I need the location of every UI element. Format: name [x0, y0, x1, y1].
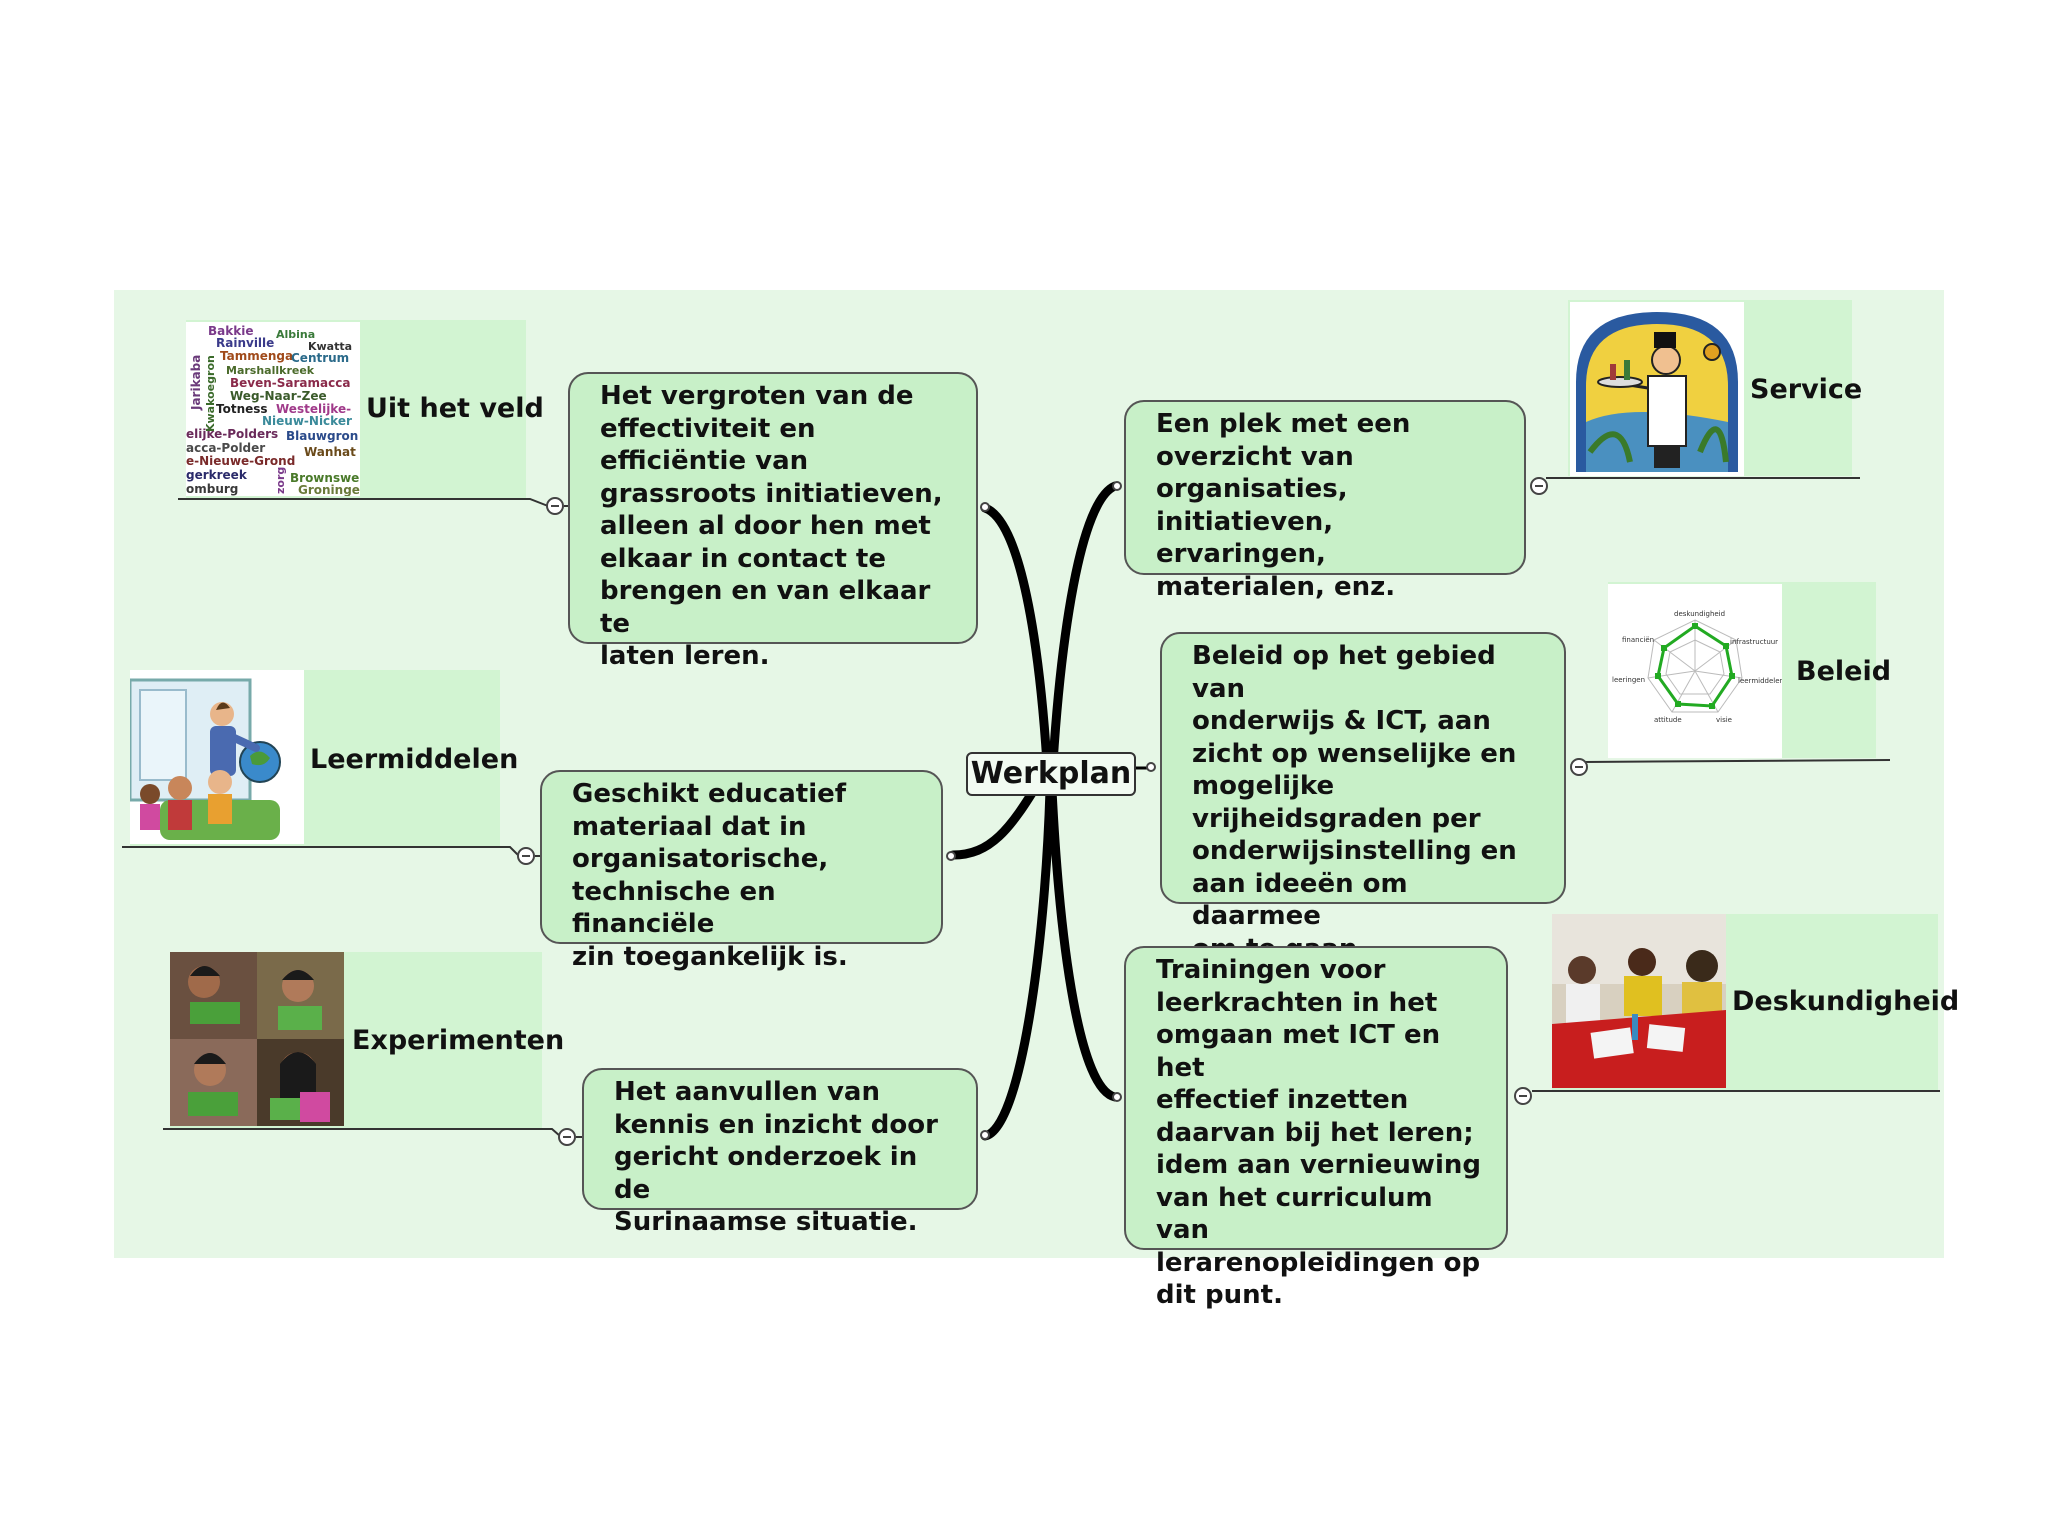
branch-node-beleid[interactable]: Beleid op het gebied van onderwijs & ICT… — [1160, 632, 1566, 964]
word-2: Rainville — [216, 336, 274, 350]
leaf-label-deskundigheid: Deskundigheid — [1732, 986, 1960, 1017]
children-laptops-photo — [170, 952, 344, 1126]
word-14: Blauwgron — [286, 429, 358, 443]
word-0: Bakkie — [208, 324, 253, 338]
radar-label-2: leermiddelen — [1738, 677, 1782, 685]
word-15: acca-Polder — [186, 441, 265, 455]
connector-right-3 — [1047, 785, 1120, 1102]
word-10: Totness — [216, 402, 268, 416]
central-node-werkplan[interactable]: Werkplan — [966, 752, 1136, 796]
word-23: Kwakoegron — [204, 355, 217, 432]
central-connector-dot — [1146, 762, 1156, 772]
word-12: Nieuw-Nicker — [262, 414, 352, 428]
node-dot-3 — [980, 1130, 990, 1140]
node-dot-1 — [980, 502, 990, 512]
collapse-toggle-uit-het-veld[interactable] — [546, 497, 564, 515]
word-16: Wanhat — [304, 445, 356, 459]
radar-label-0: deskundigheid — [1674, 610, 1725, 618]
leaf-label-experimenten: Experimenten — [352, 1025, 565, 1056]
underline-uit-het-veld — [178, 498, 549, 507]
word-4: Tammenga — [220, 349, 293, 363]
branch-node-leermiddelen[interactable]: Geschikt educatief materiaal dat in orga… — [540, 770, 943, 972]
workshop-meeting-photo — [1552, 914, 1726, 1088]
radar-chart-image: deskundigheid infrastructuur leermiddele… — [1608, 584, 1782, 758]
leaf-label-service: Service — [1750, 374, 1863, 405]
radar-label-4: attitude — [1654, 716, 1682, 724]
word-18: gerkreek — [186, 468, 248, 482]
word-1: Albina — [276, 328, 315, 341]
radar-label-6: financiën — [1622, 636, 1654, 644]
collapse-toggle-beleid[interactable] — [1570, 758, 1588, 776]
branch-node-service[interactable]: Een plek met een overzicht van organisat… — [1124, 400, 1526, 602]
connector-right-1 — [1047, 481, 1120, 785]
radar-label-3: visie — [1716, 716, 1732, 724]
node-dot-5 — [1112, 1092, 1122, 1102]
underline-leermiddelen — [122, 846, 519, 856]
word-9: Weg-Naar-Zee — [230, 389, 327, 403]
leaf-label-beleid: Beleid — [1796, 656, 1892, 687]
branch-node-experimenten[interactable]: Het aanvullen van kennis en inzicht door… — [582, 1068, 978, 1237]
collapse-toggle-leermiddelen[interactable] — [517, 847, 535, 865]
word-11: Westelijke- — [276, 402, 351, 416]
collapse-toggle-service[interactable] — [1530, 477, 1548, 495]
radar-label-5: leeringen — [1612, 676, 1645, 684]
collapse-toggle-experimenten[interactable] — [558, 1128, 576, 1146]
word-cloud-image: Bakkie Albina Rainville Kwatta Tammenga … — [186, 322, 360, 496]
word-8: Beven-Saramacca — [230, 376, 350, 390]
collapse-toggle-deskundigheid[interactable] — [1514, 1087, 1532, 1105]
leaf-label-uit-het-veld: Uit het veld — [366, 393, 544, 424]
underline-beleid — [1583, 759, 1891, 763]
leaf-label-leermiddelen: Leermiddelen — [310, 744, 519, 775]
classroom-teacher-image — [130, 670, 304, 844]
word-21: Groninge — [298, 483, 360, 496]
word-6: Marshallkreek — [226, 364, 315, 377]
word-24: zorg — [274, 467, 287, 494]
word-20: omburg — [186, 482, 238, 496]
word-3: Kwatta — [308, 340, 352, 353]
word-5: Centrum — [291, 351, 349, 365]
waiter-illustration-image — [1570, 302, 1744, 476]
word-17: e-Nieuwe-Grond — [186, 454, 295, 468]
branch-node-uit-het-veld[interactable]: Het vergroten van de effectiviteit en ef… — [568, 372, 978, 671]
branch-node-deskundigheid[interactable]: Trainingen voor leerkrachten in het omga… — [1124, 946, 1508, 1310]
node-dot-4 — [1112, 481, 1122, 491]
word-22: Jarikaba — [189, 355, 203, 411]
underline-experimenten — [163, 1128, 561, 1137]
connector-left-1 — [980, 503, 1053, 785]
word-13: elijke-Polders — [186, 427, 278, 441]
word-19: Brownswe — [290, 471, 359, 485]
connector-left-3 — [980, 785, 1055, 1141]
radar-label-1: infrastructuur — [1730, 638, 1778, 646]
node-dot-2 — [946, 851, 956, 861]
